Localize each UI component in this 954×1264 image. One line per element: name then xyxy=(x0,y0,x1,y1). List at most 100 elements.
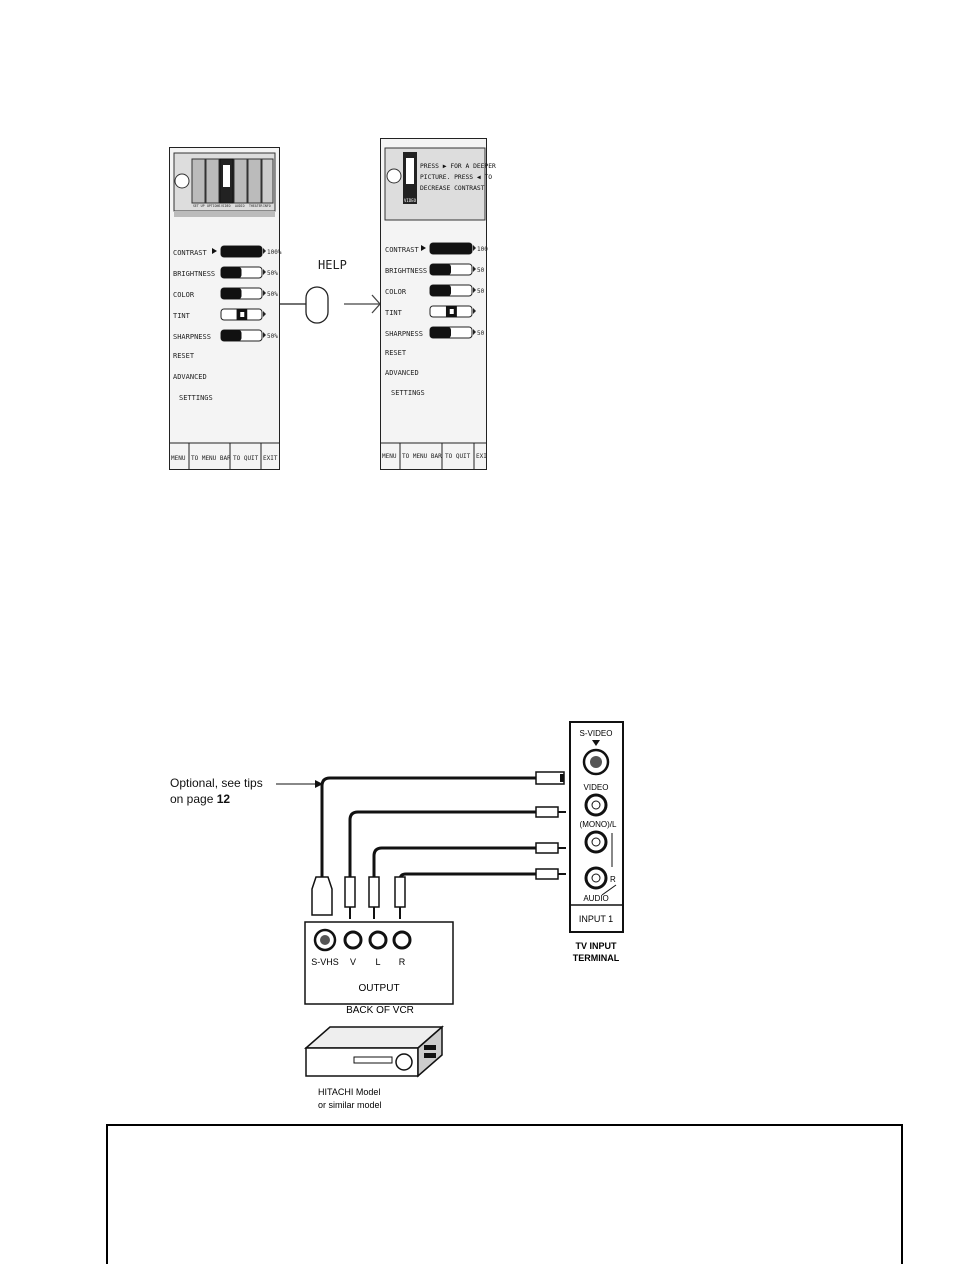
help-text: PRESS ▶ FOR A DEEPER PICTURE. PRESS ◀ TO D… xyxy=(420,163,496,192)
menu-label-contrast: CONTRAST xyxy=(385,246,420,254)
menu-value: 50% xyxy=(267,270,278,277)
arrow-right-icon xyxy=(263,248,266,254)
menu-label-tint: TINT xyxy=(173,312,191,320)
footer-item[interactable]: MENU xyxy=(171,455,186,462)
nav-pad-icon xyxy=(386,168,402,184)
menu-value: 100% xyxy=(267,249,282,256)
slider-fill xyxy=(221,288,242,299)
menu-label-sharpness: SHARPNESS xyxy=(173,333,211,341)
menu-label-color: COLOR xyxy=(385,288,407,296)
menu-item-reset[interactable]: RESET xyxy=(385,349,407,357)
arrow-right-icon xyxy=(263,269,266,275)
arrow-right-icon xyxy=(473,287,476,293)
tab-label-info: INFO xyxy=(263,204,271,208)
nav-pad-icon xyxy=(174,173,190,189)
menu-label-brightness: BRIGHTNESS xyxy=(385,267,427,275)
vcr-jack-label: V xyxy=(350,957,356,967)
vcr-illustration xyxy=(304,1025,444,1078)
slider-fill xyxy=(221,267,242,278)
help-text-line: DECREASE CONTRAST xyxy=(420,185,485,192)
menu-value: 50 xyxy=(477,288,485,295)
menu-item-advanced[interactable]: ADVANCED xyxy=(385,369,419,377)
tab-icons-left xyxy=(191,158,274,204)
help-text-line: PICTURE. PRESS ◀ TO xyxy=(420,174,492,181)
footer-item[interactable]: MENU xyxy=(382,453,397,460)
menu-item-advanced[interactable]: ADVANCED xyxy=(173,373,207,381)
model-caption-line1: HITACHI Model xyxy=(318,1087,380,1097)
footer-item[interactable]: EXIT xyxy=(263,455,278,462)
page-footer-box xyxy=(106,1124,903,1264)
pointer-icon xyxy=(421,245,426,251)
wiring-diagram: Optional, see tips on page 12 S-VIDEO VI… xyxy=(160,715,640,1120)
menu-value: 100 xyxy=(477,246,488,253)
menu-value: 50 xyxy=(477,330,485,337)
vcr-output-label: OUTPUT xyxy=(358,983,399,994)
audio-label: AUDIO xyxy=(583,894,608,903)
r-label: R xyxy=(610,875,616,884)
menu-item-settings[interactable]: SETTINGS xyxy=(391,389,425,397)
menu-label-color: COLOR xyxy=(173,291,195,299)
vcr-jack-label: S-VHS xyxy=(311,957,339,967)
help-button-icon[interactable] xyxy=(305,286,329,324)
menu-item-reset[interactable]: RESET xyxy=(173,352,195,360)
footer-item[interactable]: TO QUIT xyxy=(445,453,471,460)
menu-screen-right: VIDEO PRESS ▶ FOR A DEEPER PICTURE. PRESS… xyxy=(380,138,496,470)
help-text-line: PRESS ▶ FOR A DEEPER xyxy=(420,163,496,170)
help-transition: HELP xyxy=(278,255,382,335)
tab-label-video: VIDEO xyxy=(404,198,417,203)
tv-side-plugs xyxy=(535,771,566,880)
arrow-right-icon xyxy=(473,266,476,272)
slider-fill xyxy=(430,264,451,275)
menu-value: 50% xyxy=(267,333,278,340)
v-jack xyxy=(343,930,363,950)
help-transition-graphic: HELP xyxy=(280,258,381,324)
tab-label-audio: AUDIO xyxy=(235,204,245,208)
video-label: VIDEO xyxy=(584,783,609,792)
footer-item[interactable]: TO MENU BAR xyxy=(191,455,231,462)
menu-value: 50% xyxy=(267,291,278,298)
slider-fill xyxy=(221,330,242,341)
menu-label-sharpness: SHARPNESS xyxy=(385,330,423,338)
tab-label-set-up: SET UP xyxy=(193,204,205,208)
tab-label-video: VIDEO xyxy=(221,204,231,208)
help-label: HELP xyxy=(318,258,347,272)
menu-bar-shadow xyxy=(174,211,275,217)
arrow-right-icon xyxy=(473,308,476,314)
wiring-diagram-graphic: Optional, see tips on page 12 S-VIDEO VI… xyxy=(170,721,624,1110)
slider-fill xyxy=(430,243,472,254)
menu-value: 50 xyxy=(477,267,485,274)
tab-label-theater: THEATER xyxy=(249,204,263,208)
footer-item[interactable]: EXI xyxy=(476,453,487,460)
menu-rows-left: CONTRAST 100% BRIGHTNESS 50% COLOR 50% TINT SHA… xyxy=(173,245,282,402)
arrow-right-icon xyxy=(263,290,266,296)
slider-fill xyxy=(430,285,451,296)
footer-item[interactable]: TO MENU BAR xyxy=(402,453,442,460)
menu-screen-right-graphic: VIDEO PRESS ▶ FOR A DEEPER PICTURE. PRESS… xyxy=(380,138,496,470)
cables xyxy=(320,776,536,881)
mono-l-label: (MONO)/L xyxy=(580,820,617,829)
optional-note-line2: on page 12 xyxy=(170,792,230,806)
l-jack xyxy=(368,930,388,950)
pointer-icon xyxy=(212,248,217,254)
arrow-right-icon xyxy=(473,245,476,251)
optional-note-line1: Optional, see tips xyxy=(170,776,263,790)
svideo-label: S-VIDEO xyxy=(580,729,613,738)
slider-fill xyxy=(430,327,451,338)
tab-label-options: OPTIONS xyxy=(207,204,221,208)
menu-label-brightness: BRIGHTNESS xyxy=(173,270,215,278)
tv-caption-line2: TERMINAL xyxy=(573,953,620,963)
slider-fill xyxy=(221,246,262,257)
vcr-caption: BACK OF VCR xyxy=(346,1005,414,1016)
menu-label-contrast: CONTRAST xyxy=(173,249,208,257)
r-jack xyxy=(392,930,412,950)
footer-item[interactable]: TO QUIT xyxy=(233,455,259,462)
menu-item-settings[interactable]: SETTINGS xyxy=(179,394,213,402)
model-caption-line2: or similar model xyxy=(318,1100,382,1110)
